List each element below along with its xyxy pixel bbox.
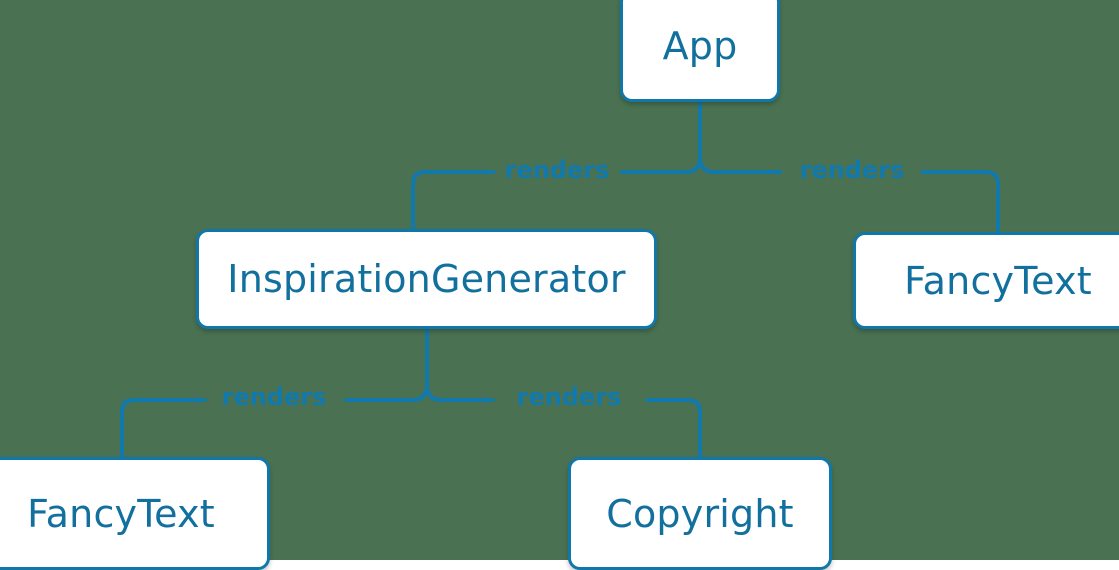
node-fancytext-right-label: FancyText (904, 258, 1092, 303)
node-inspiration-generator[interactable]: InspirationGenerator (196, 229, 657, 329)
edge-label-app-to-fancytext-right: renders (799, 156, 905, 184)
edge-app-to-inspiration-right-seg (620, 159, 702, 174)
node-inspiration-generator-label: InspirationGenerator (227, 257, 626, 301)
edge-label-inspiration-to-copyright: renders (516, 383, 622, 411)
edge-inspiration-to-fancytext-left-seg-b (120, 398, 206, 457)
edge-label-inspiration-to-fancytext-left: renders (221, 383, 327, 411)
edge-app-to-inspiration-left-seg (411, 170, 495, 229)
node-copyright-label: Copyright (606, 491, 794, 536)
node-fancytext-right[interactable]: FancyText (853, 232, 1119, 329)
node-fancytext-left-label: FancyText (27, 491, 215, 536)
edge-label-app-to-inspiration: renders (504, 156, 610, 184)
edge-inspiration-to-copyright-seg-b (646, 398, 702, 457)
node-app-label: App (662, 24, 738, 68)
edge-app-to-fancytext-right-seg-a (698, 159, 782, 174)
edge-app-to-fancytext-right-seg-b (921, 170, 1000, 232)
node-app[interactable]: App (620, 0, 780, 102)
edge-inspiration-to-copyright-seg-a (425, 387, 494, 402)
edge-inspiration-to-fancytext-left-seg-a (345, 387, 429, 402)
node-fancytext-left[interactable]: FancyText (0, 457, 270, 570)
node-copyright[interactable]: Copyright (568, 457, 832, 570)
